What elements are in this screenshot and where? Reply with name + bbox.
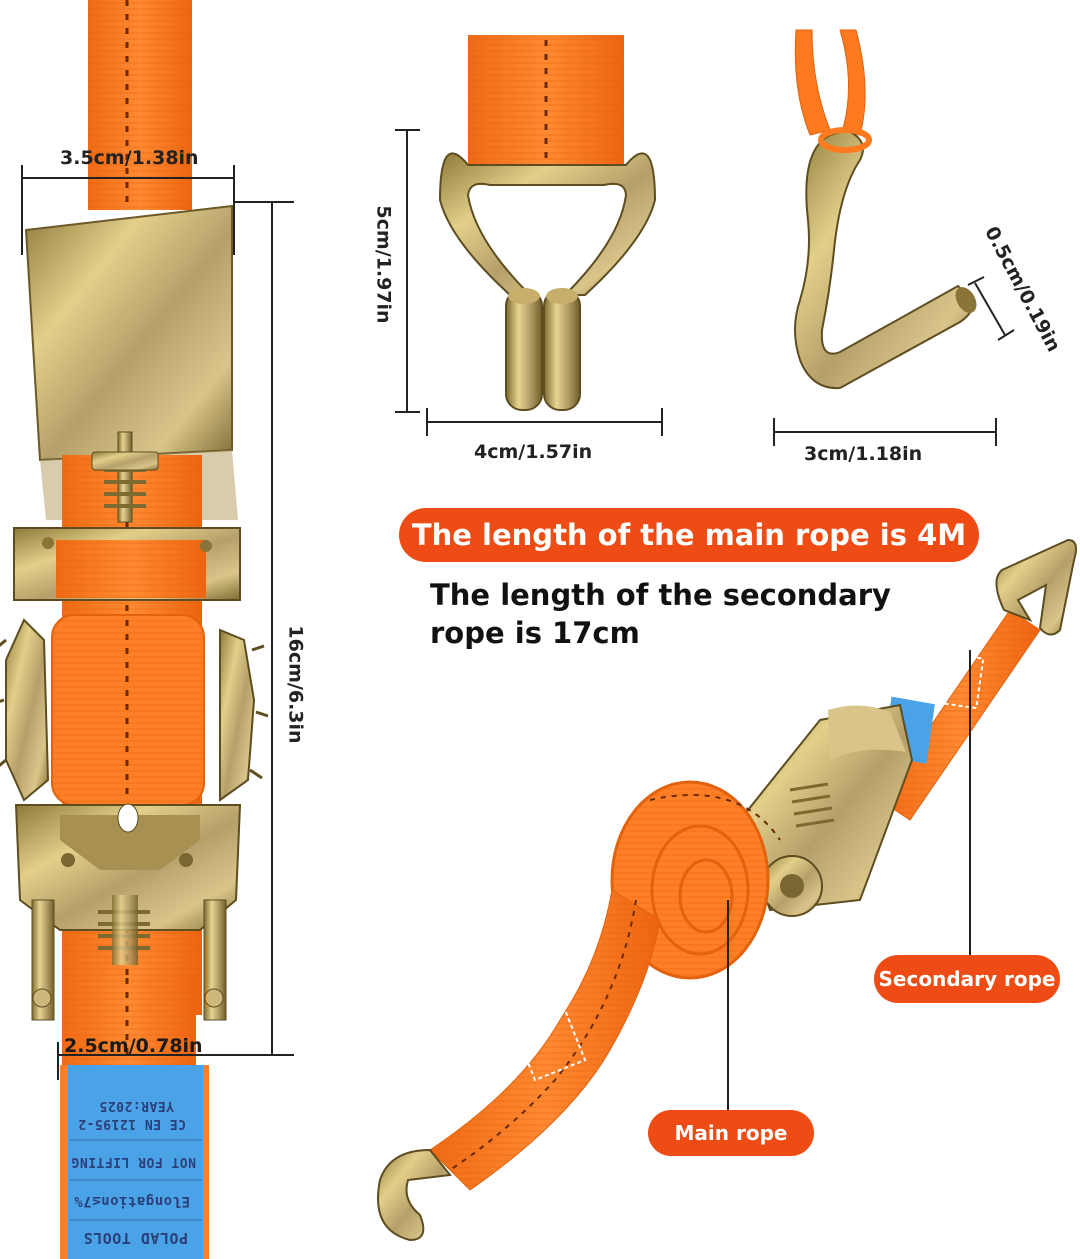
j-hook <box>794 29 977 390</box>
hook-width-label: 4cm/1.57in <box>474 441 593 463</box>
secondary-rope-label-text: Secondary rope <box>878 967 1056 991</box>
ratchet-handle-plate <box>24 204 233 462</box>
secondary-rope-label: Secondary rope <box>874 955 1060 1003</box>
ratchet-assembly <box>0 0 269 1259</box>
main-rope-label-text: Main rope <box>674 1121 788 1145</box>
hook-height-label: 5cm/1.97in <box>372 205 395 324</box>
main-rope-length-text: The length of the main rope is 4M <box>411 518 967 552</box>
secondary-rope-length-text: The length of the secondary rope is 17cm <box>430 578 891 650</box>
delta-hook <box>438 35 657 411</box>
tag-line-not-for-lifting: NOT FOR LIFTING <box>71 1154 196 1169</box>
j-hook-width-label: 3cm/1.18in <box>804 443 923 465</box>
main-rope-length-banner: The length of the main rope is 4M <box>399 508 979 562</box>
tag-line-year: YEAR:2025 <box>99 1098 174 1113</box>
tag-line-elongation: Elongation≤7% <box>73 1193 190 1209</box>
strap-label-tag <box>66 1065 206 1259</box>
strap-tag-text: POLAD TOOLS Elongation≤7% NOT FOR LIFTIN… <box>70 1070 204 1255</box>
top-strap-width-label: 3.5cm/1.38in <box>60 147 199 169</box>
bottom-strap-width-label: 2.5cm/0.78in <box>64 1035 203 1057</box>
ratchet-length-label: 16cm/6.3in <box>284 625 307 744</box>
tag-line-standard: CE EN 12195-2 <box>77 1116 186 1131</box>
tag-line-brand: POLAD TOOLS <box>83 1229 188 1247</box>
dimension-lines <box>21 129 1015 1115</box>
main-rope-label: Main rope <box>648 1110 814 1156</box>
